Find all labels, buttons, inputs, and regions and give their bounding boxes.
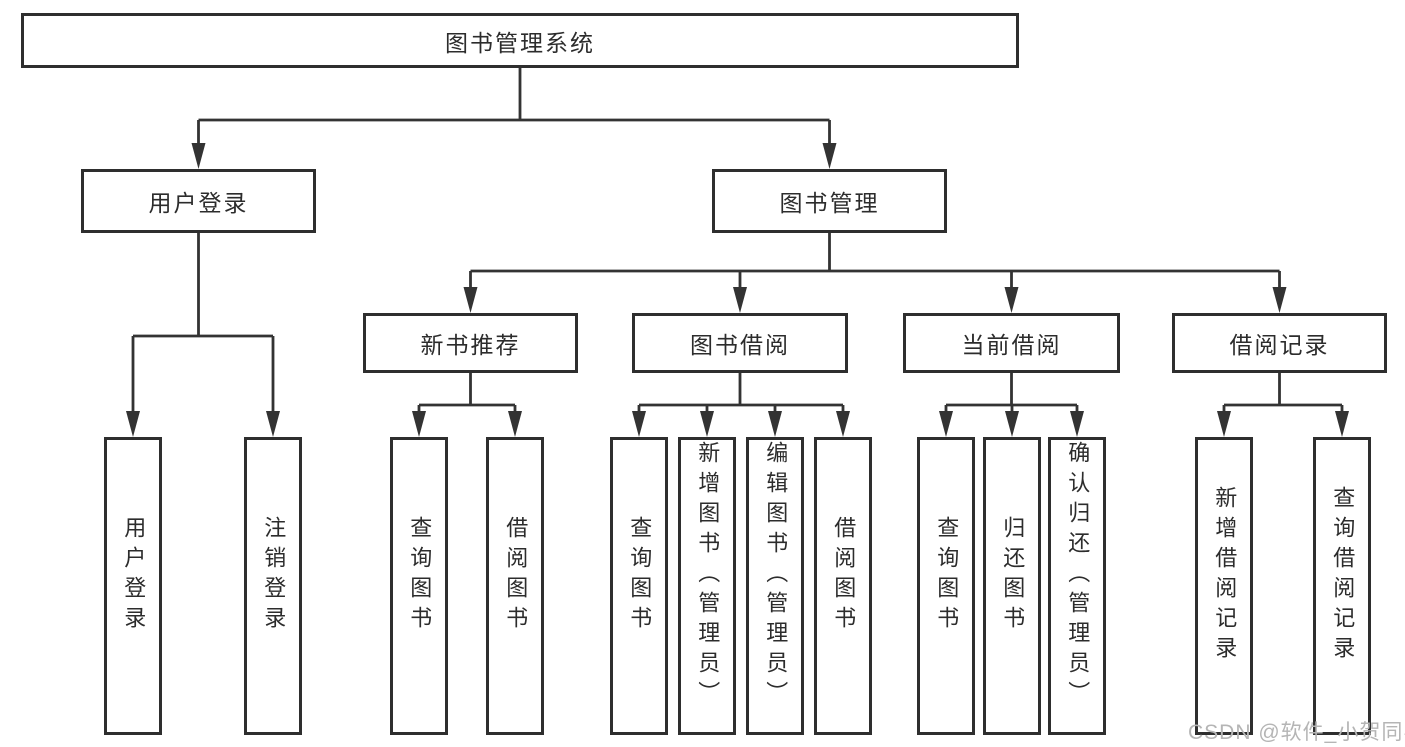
leaf-edit-book-admin: 编辑图书（管理员） xyxy=(746,437,804,735)
leaf-user-login-label: 用户登录 xyxy=(121,516,147,636)
node-book-management-label: 图书管理 xyxy=(779,190,880,216)
csdn-watermark: CSDN @软件_小贺同学 xyxy=(1188,721,1405,744)
leaf-add-borrow-record: 新增借阅记录 xyxy=(1195,437,1253,735)
leaf-return-books: 归还图书 xyxy=(983,437,1041,735)
leaf-add-book-admin-label: 新增图书（管理员） xyxy=(695,441,721,711)
leaf-edit-book-admin-label: 编辑图书（管理员） xyxy=(763,441,789,711)
leaf-return-books-label: 归还图书 xyxy=(1000,516,1026,636)
leaf-query-books-current: 查询图书 xyxy=(917,437,975,735)
leaf-add-book-admin: 新增图书（管理员） xyxy=(678,437,736,735)
leaf-query-borrow-record: 查询借阅记录 xyxy=(1313,437,1371,735)
node-book-borrowing: 图书借阅 xyxy=(632,313,848,373)
leaf-confirm-return-admin-label: 确认归还（管理员） xyxy=(1065,441,1091,711)
node-user-login: 用户登录 xyxy=(81,169,316,233)
leaf-query-books-recommend: 查询图书 xyxy=(390,437,448,735)
node-book-borrowing-label: 图书借阅 xyxy=(690,332,790,358)
node-new-book-recommendation-label: 新书推荐 xyxy=(420,332,521,358)
leaf-borrow-books-recommend: 借阅图书 xyxy=(486,437,544,735)
leaf-borrow-books: 借阅图书 xyxy=(814,437,872,735)
leaf-logout-label: 注销登录 xyxy=(261,516,287,636)
node-root-label: 图书管理系统 xyxy=(445,29,595,56)
leaf-query-books-recommend-label: 查询图书 xyxy=(407,516,433,636)
node-user-login-label: 用户登录 xyxy=(148,190,249,216)
node-new-book-recommendation: 新书推荐 xyxy=(363,313,578,373)
leaf-add-borrow-record-label: 新增借阅记录 xyxy=(1212,486,1238,666)
leaf-query-books-borrow: 查询图书 xyxy=(610,437,668,735)
node-current-borrowing-label: 当前借阅 xyxy=(961,332,1062,358)
leaf-logout: 注销登录 xyxy=(244,437,302,735)
leaf-query-books-borrow-label: 查询图书 xyxy=(627,516,653,636)
node-root: 图书管理系统 xyxy=(21,13,1019,68)
leaf-user-login: 用户登录 xyxy=(104,437,162,735)
leaf-borrow-books-recommend-label: 借阅图书 xyxy=(503,516,529,636)
leaf-borrow-books-label: 借阅图书 xyxy=(831,516,857,636)
node-book-management: 图书管理 xyxy=(712,169,947,233)
node-borrowing-records: 借阅记录 xyxy=(1172,313,1387,373)
leaf-confirm-return-admin: 确认归还（管理员） xyxy=(1048,437,1106,735)
node-current-borrowing: 当前借阅 xyxy=(903,313,1120,373)
leaf-query-borrow-record-label: 查询借阅记录 xyxy=(1330,486,1356,666)
node-borrowing-records-label: 借阅记录 xyxy=(1229,332,1330,358)
leaf-query-books-current-label: 查询图书 xyxy=(934,516,960,636)
